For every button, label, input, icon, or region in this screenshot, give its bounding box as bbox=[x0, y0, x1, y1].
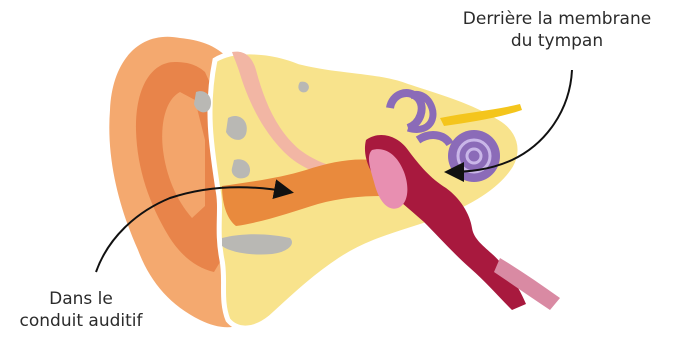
callout-behind-eardrum-line2: du tympan bbox=[446, 30, 668, 52]
callout-behind-eardrum: Derrière la membrane du tympan bbox=[446, 8, 668, 52]
callout-ear-canal-line1: Dans le bbox=[4, 288, 158, 310]
callout-ear-canal: Dans le conduit auditif bbox=[4, 288, 158, 332]
callout-ear-canal-line2: conduit auditif bbox=[4, 310, 158, 332]
callout-behind-eardrum-line1: Derrière la membrane bbox=[446, 8, 668, 30]
